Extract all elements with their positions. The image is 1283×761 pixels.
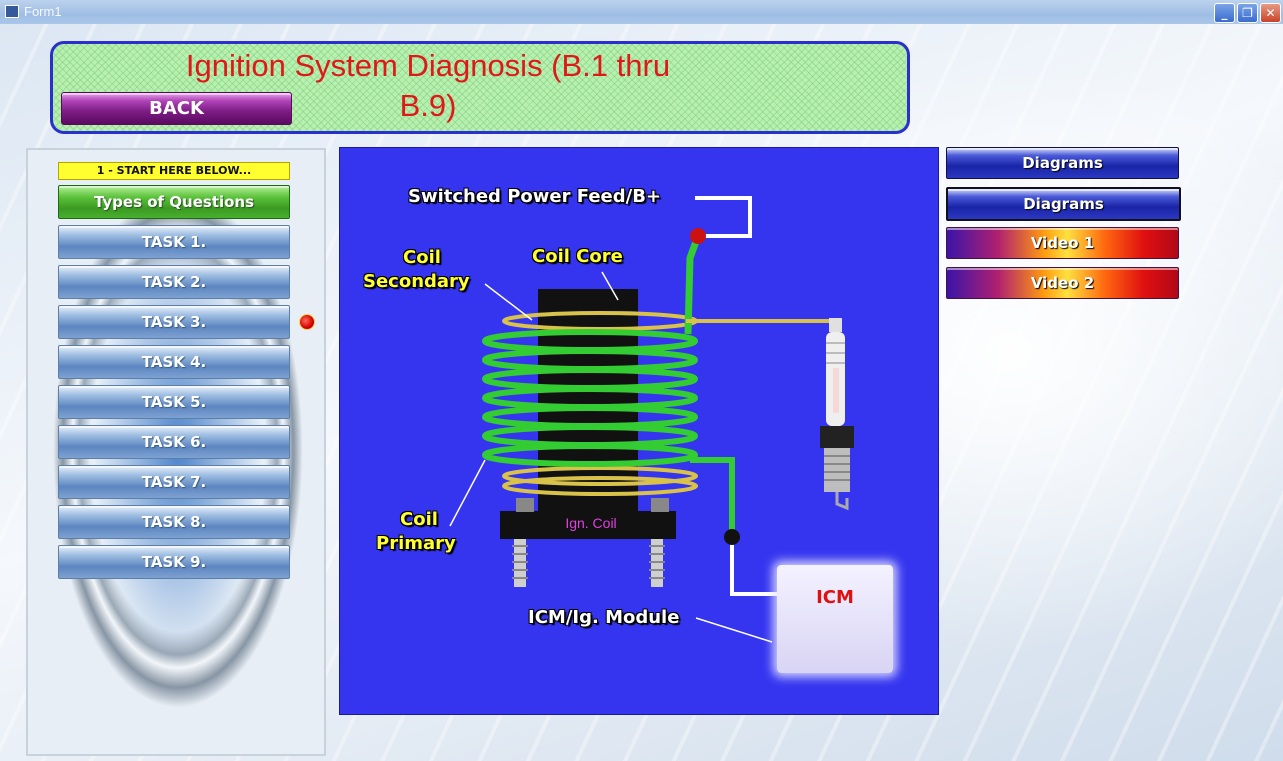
task-4-button[interactable]: TASK 4.: [58, 345, 290, 379]
window-title-bar: Form1 _ ❐ ✕: [0, 0, 1283, 24]
diagram-graphics: [449, 196, 854, 643]
base-post-right: [651, 498, 669, 512]
coil-secondary-label-2: Secondary: [363, 271, 470, 292]
minimize-icon[interactable]: _: [1214, 3, 1235, 23]
app-icon: [5, 5, 19, 18]
task-7-button[interactable]: TASK 7.: [58, 465, 290, 499]
coil-base: [500, 511, 676, 539]
primary-windings: [482, 329, 698, 467]
task-6-button[interactable]: TASK 6.: [58, 425, 290, 459]
primary-lead-wire: [690, 457, 735, 534]
label-pointers: [449, 271, 773, 643]
start-here-label: 1 - START HERE BELOW...: [58, 162, 290, 180]
coil-primary-label-2: Primary: [376, 533, 456, 554]
coil-core-label: Coil Core: [532, 246, 623, 267]
close-icon[interactable]: ✕: [1260, 3, 1281, 23]
task-5-button[interactable]: TASK 5.: [58, 385, 290, 419]
coil-primary-label-1: Coil: [400, 509, 438, 530]
header-panel: Ignition System Diagnosis (B.1 thru B.9)…: [50, 41, 910, 134]
ign-coil-label: Ign. Coil: [565, 515, 617, 531]
icm-box: ICM: [777, 565, 893, 673]
types-of-questions-button[interactable]: Types of Questions: [58, 185, 290, 219]
video-2-button[interactable]: Video 2: [946, 267, 1179, 299]
back-button[interactable]: BACK: [61, 92, 292, 125]
icm-wire: [730, 544, 778, 596]
spark-plug: [820, 318, 854, 511]
ignition-coil-diagram: Switched Power Feed/B+ Coil Secondary Co…: [339, 147, 939, 715]
power-feed-wire: [695, 196, 752, 238]
task-1-button[interactable]: TASK 1.: [58, 225, 290, 259]
restore-icon[interactable]: ❐: [1237, 3, 1258, 23]
icm-box-label: ICM: [816, 587, 854, 608]
window-title: Form1: [24, 4, 62, 19]
task-8-button[interactable]: TASK 8.: [58, 505, 290, 539]
diagrams-button-2[interactable]: Diagrams: [946, 187, 1181, 221]
coil-secondary-label-1: Coil: [403, 247, 441, 268]
coil-studs: [512, 539, 665, 587]
page-title: Ignition System Diagnosis (B.1 thru B.9): [185, 48, 671, 123]
power-feed-label: Switched Power Feed/B+: [408, 186, 661, 207]
video-1-button[interactable]: Video 1: [946, 227, 1179, 259]
icm-connector: [724, 529, 740, 545]
power-connector: [690, 228, 706, 244]
task-3-button[interactable]: TASK 3.: [58, 305, 290, 339]
task-2-button[interactable]: TASK 2.: [58, 265, 290, 299]
diagrams-button-1[interactable]: Diagrams: [946, 147, 1179, 179]
task-9-button[interactable]: TASK 9.: [58, 545, 290, 579]
base-post-left: [516, 498, 534, 512]
icm-module-label: ICM/Ig. Module: [528, 607, 680, 628]
selection-indicator-dot: [299, 314, 315, 330]
